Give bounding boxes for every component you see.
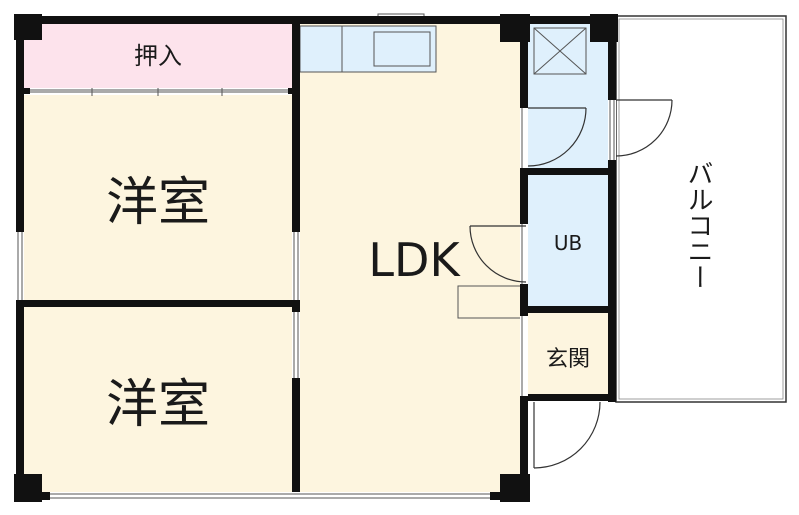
unit-bath-label: UB [554,231,582,255]
kitchen-sink [373,31,431,67]
washer-pan-cross-2 [533,27,587,75]
washer-pan [533,27,587,75]
balcony-inner-line [618,18,784,400]
western-room-top-area [24,95,296,302]
western-room-bottom-label: 洋室 [106,375,210,435]
western-room-top-label: 洋室 [106,173,210,233]
genkan-label: 玄関 [546,347,590,372]
fridge-space [457,285,523,319]
ldk-area [298,24,526,492]
unit-bath-area [528,174,608,308]
balcony-label: バルコニー [683,160,713,290]
balcony-area [615,15,787,403]
oshiire-label: 押入 [134,42,182,70]
door-swings [469,99,673,469]
western-room-bottom-area [24,306,296,492]
openings [16,88,616,500]
genkan-area [528,312,610,398]
oshiire-area [24,24,296,92]
ldk-label: LDK [368,233,461,287]
washroom-area [528,24,610,170]
